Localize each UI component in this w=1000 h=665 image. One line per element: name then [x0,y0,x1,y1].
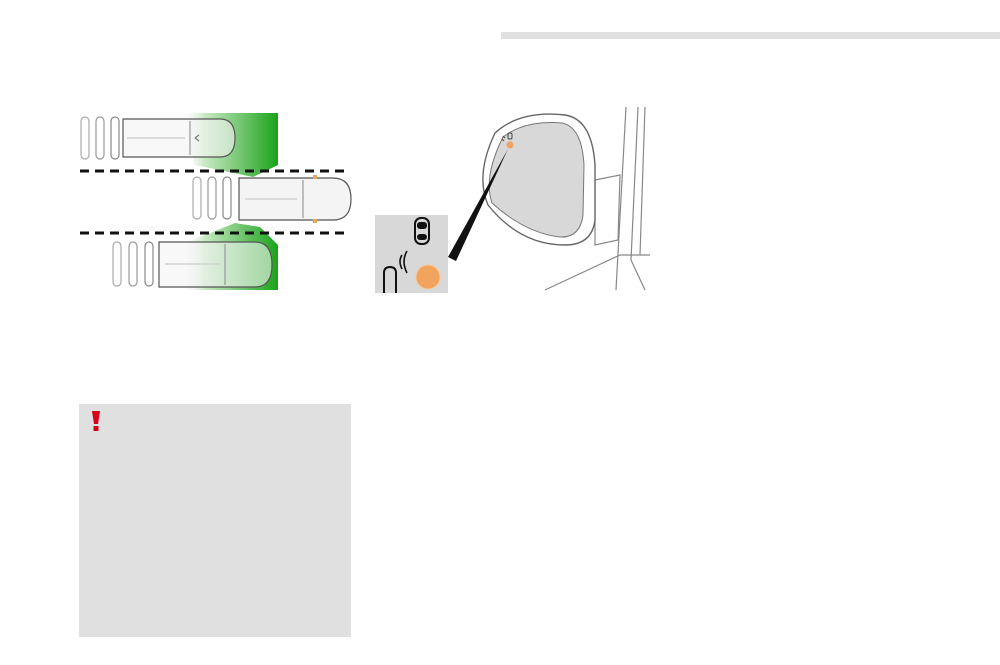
overtaking-van-bottom [112,241,273,288]
door-mirror-illustration [375,106,650,293]
mirror-indicator-dot [506,141,514,149]
warning-box [79,404,351,637]
mirror-glass [488,122,585,238]
own-vehicle [192,175,352,223]
inset-indicator-light [415,264,441,290]
blind-spot-indicator-icon [383,217,430,293]
overtaking-van-top [80,116,236,160]
callout-leader [448,149,508,261]
exclamation-mark-icon [92,411,100,431]
header-rule [501,32,1000,39]
blind-spot-zones-illustration [80,113,352,290]
